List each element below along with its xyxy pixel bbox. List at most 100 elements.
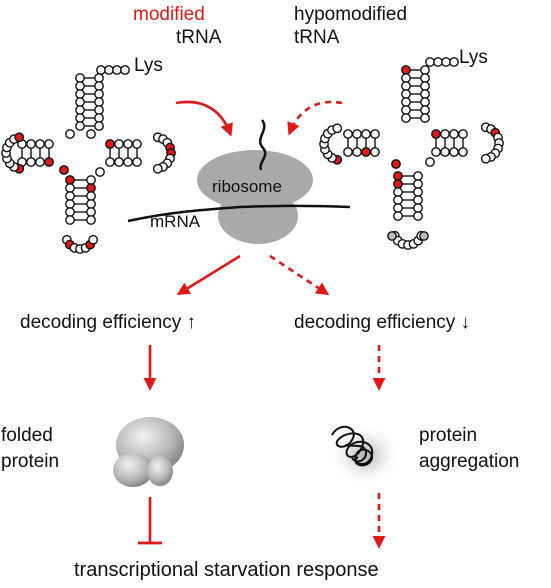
nucleotide	[433, 57, 443, 67]
nucleotide	[420, 81, 430, 91]
nucleotide	[343, 147, 353, 157]
aggregation-protein-label: protein	[419, 425, 478, 446]
nucleotide	[361, 129, 371, 139]
nucleotide	[441, 57, 451, 67]
nucleotide	[112, 65, 122, 75]
nucleotide	[65, 215, 75, 225]
nucleotide	[96, 65, 106, 75]
nucleotide	[420, 73, 430, 83]
nucleotide	[14, 132, 25, 143]
nucleotide	[26, 139, 36, 149]
nucleotide	[401, 105, 411, 115]
decoding-efficiency-down: decoding efficiency ↓	[294, 312, 471, 333]
nucleotide	[132, 157, 142, 167]
nucleotide	[352, 147, 362, 157]
nucleotide	[86, 207, 96, 217]
nucleotide	[419, 231, 429, 241]
nucleotide	[413, 203, 423, 213]
nucleotide	[449, 57, 459, 67]
nucleotide	[86, 199, 96, 209]
nucleotide	[440, 147, 450, 157]
nucleotide	[401, 97, 411, 107]
nucleotide	[393, 211, 403, 221]
nucleotide	[65, 129, 75, 139]
nucleotide	[420, 97, 430, 107]
aggregation-label: aggregation	[419, 451, 520, 472]
nucleotide	[413, 171, 423, 181]
folded-protein-shape	[113, 417, 184, 487]
nucleotide	[401, 81, 411, 91]
lys-label-right: Lys	[459, 47, 488, 68]
nucleotide	[94, 121, 104, 131]
nucleotide	[132, 139, 142, 149]
nucleotide	[75, 73, 85, 83]
nucleotide	[75, 121, 85, 131]
arrow-modified-to-ribosome	[175, 100, 233, 137]
nucleotide	[449, 129, 459, 139]
nucleotide	[86, 129, 96, 139]
folded-protein-label: protein	[1, 451, 60, 472]
nucleotide	[401, 89, 411, 99]
nucleotide	[370, 147, 380, 157]
nucleotide	[35, 139, 45, 149]
modified-trna-cloverleaf	[1, 65, 176, 254]
nucleotide	[458, 129, 468, 139]
nucleotide	[88, 234, 99, 245]
nucleotide	[393, 179, 403, 189]
nucleotide	[391, 159, 401, 169]
nucleotide	[401, 65, 411, 75]
hypomodified-trna-cloverleaf	[319, 57, 504, 250]
nucleotide	[361, 147, 371, 157]
starvation-response-label: transcriptional starvation response	[74, 559, 379, 581]
nucleotide	[95, 167, 105, 177]
modified-trna-label: tRNA	[176, 27, 222, 48]
nucleotide	[413, 187, 423, 197]
nucleotide	[65, 199, 75, 209]
nucleotide	[94, 89, 104, 99]
nucleotide	[94, 105, 104, 115]
nucleotide	[431, 129, 441, 139]
arrow-hypomodified-to-ribosome	[287, 100, 343, 136]
nucleotide	[413, 195, 423, 205]
nucleotide	[114, 139, 124, 149]
nucleotide	[75, 105, 85, 115]
nucleotide	[387, 231, 397, 241]
hypomodified-label: hypomodified	[294, 4, 408, 25]
nucleotide	[94, 81, 104, 91]
nucleotide	[401, 113, 411, 123]
nucleotide	[401, 73, 411, 83]
nucleotide	[120, 65, 130, 75]
nucleotide	[425, 157, 435, 167]
nucleotide	[420, 105, 430, 115]
nucleotide	[105, 157, 115, 167]
decoding-efficiency-up: decoding efficiency ↑	[20, 312, 197, 333]
nucleotide	[352, 129, 362, 139]
nucleotide	[75, 97, 85, 107]
modified-label: modified	[133, 4, 205, 25]
nascent-peptide	[258, 119, 267, 171]
mrna-label: mRNA	[150, 212, 201, 231]
nucleotide	[75, 89, 85, 99]
nucleotide	[458, 147, 468, 157]
nucleotide	[393, 187, 403, 197]
nucleotide	[431, 147, 441, 157]
nucleotide	[413, 211, 423, 221]
mrna-strand	[127, 204, 351, 223]
nucleotide	[123, 157, 133, 167]
nucleotide	[123, 139, 133, 149]
nucleotide	[104, 65, 114, 75]
nucleotide	[425, 57, 435, 67]
aggregated-protein-shape	[329, 423, 401, 487]
nucleotide	[420, 65, 430, 75]
nucleotide	[413, 179, 423, 189]
nucleotide	[94, 97, 104, 107]
nucleotide	[393, 171, 403, 181]
nucleotide	[343, 129, 353, 139]
nucleotide	[65, 207, 75, 217]
nucleotide	[449, 147, 459, 157]
arrow-to-decoding-down	[269, 254, 330, 296]
nucleotide	[86, 175, 96, 185]
nucleotide	[393, 195, 403, 205]
nucleotide	[370, 129, 380, 139]
